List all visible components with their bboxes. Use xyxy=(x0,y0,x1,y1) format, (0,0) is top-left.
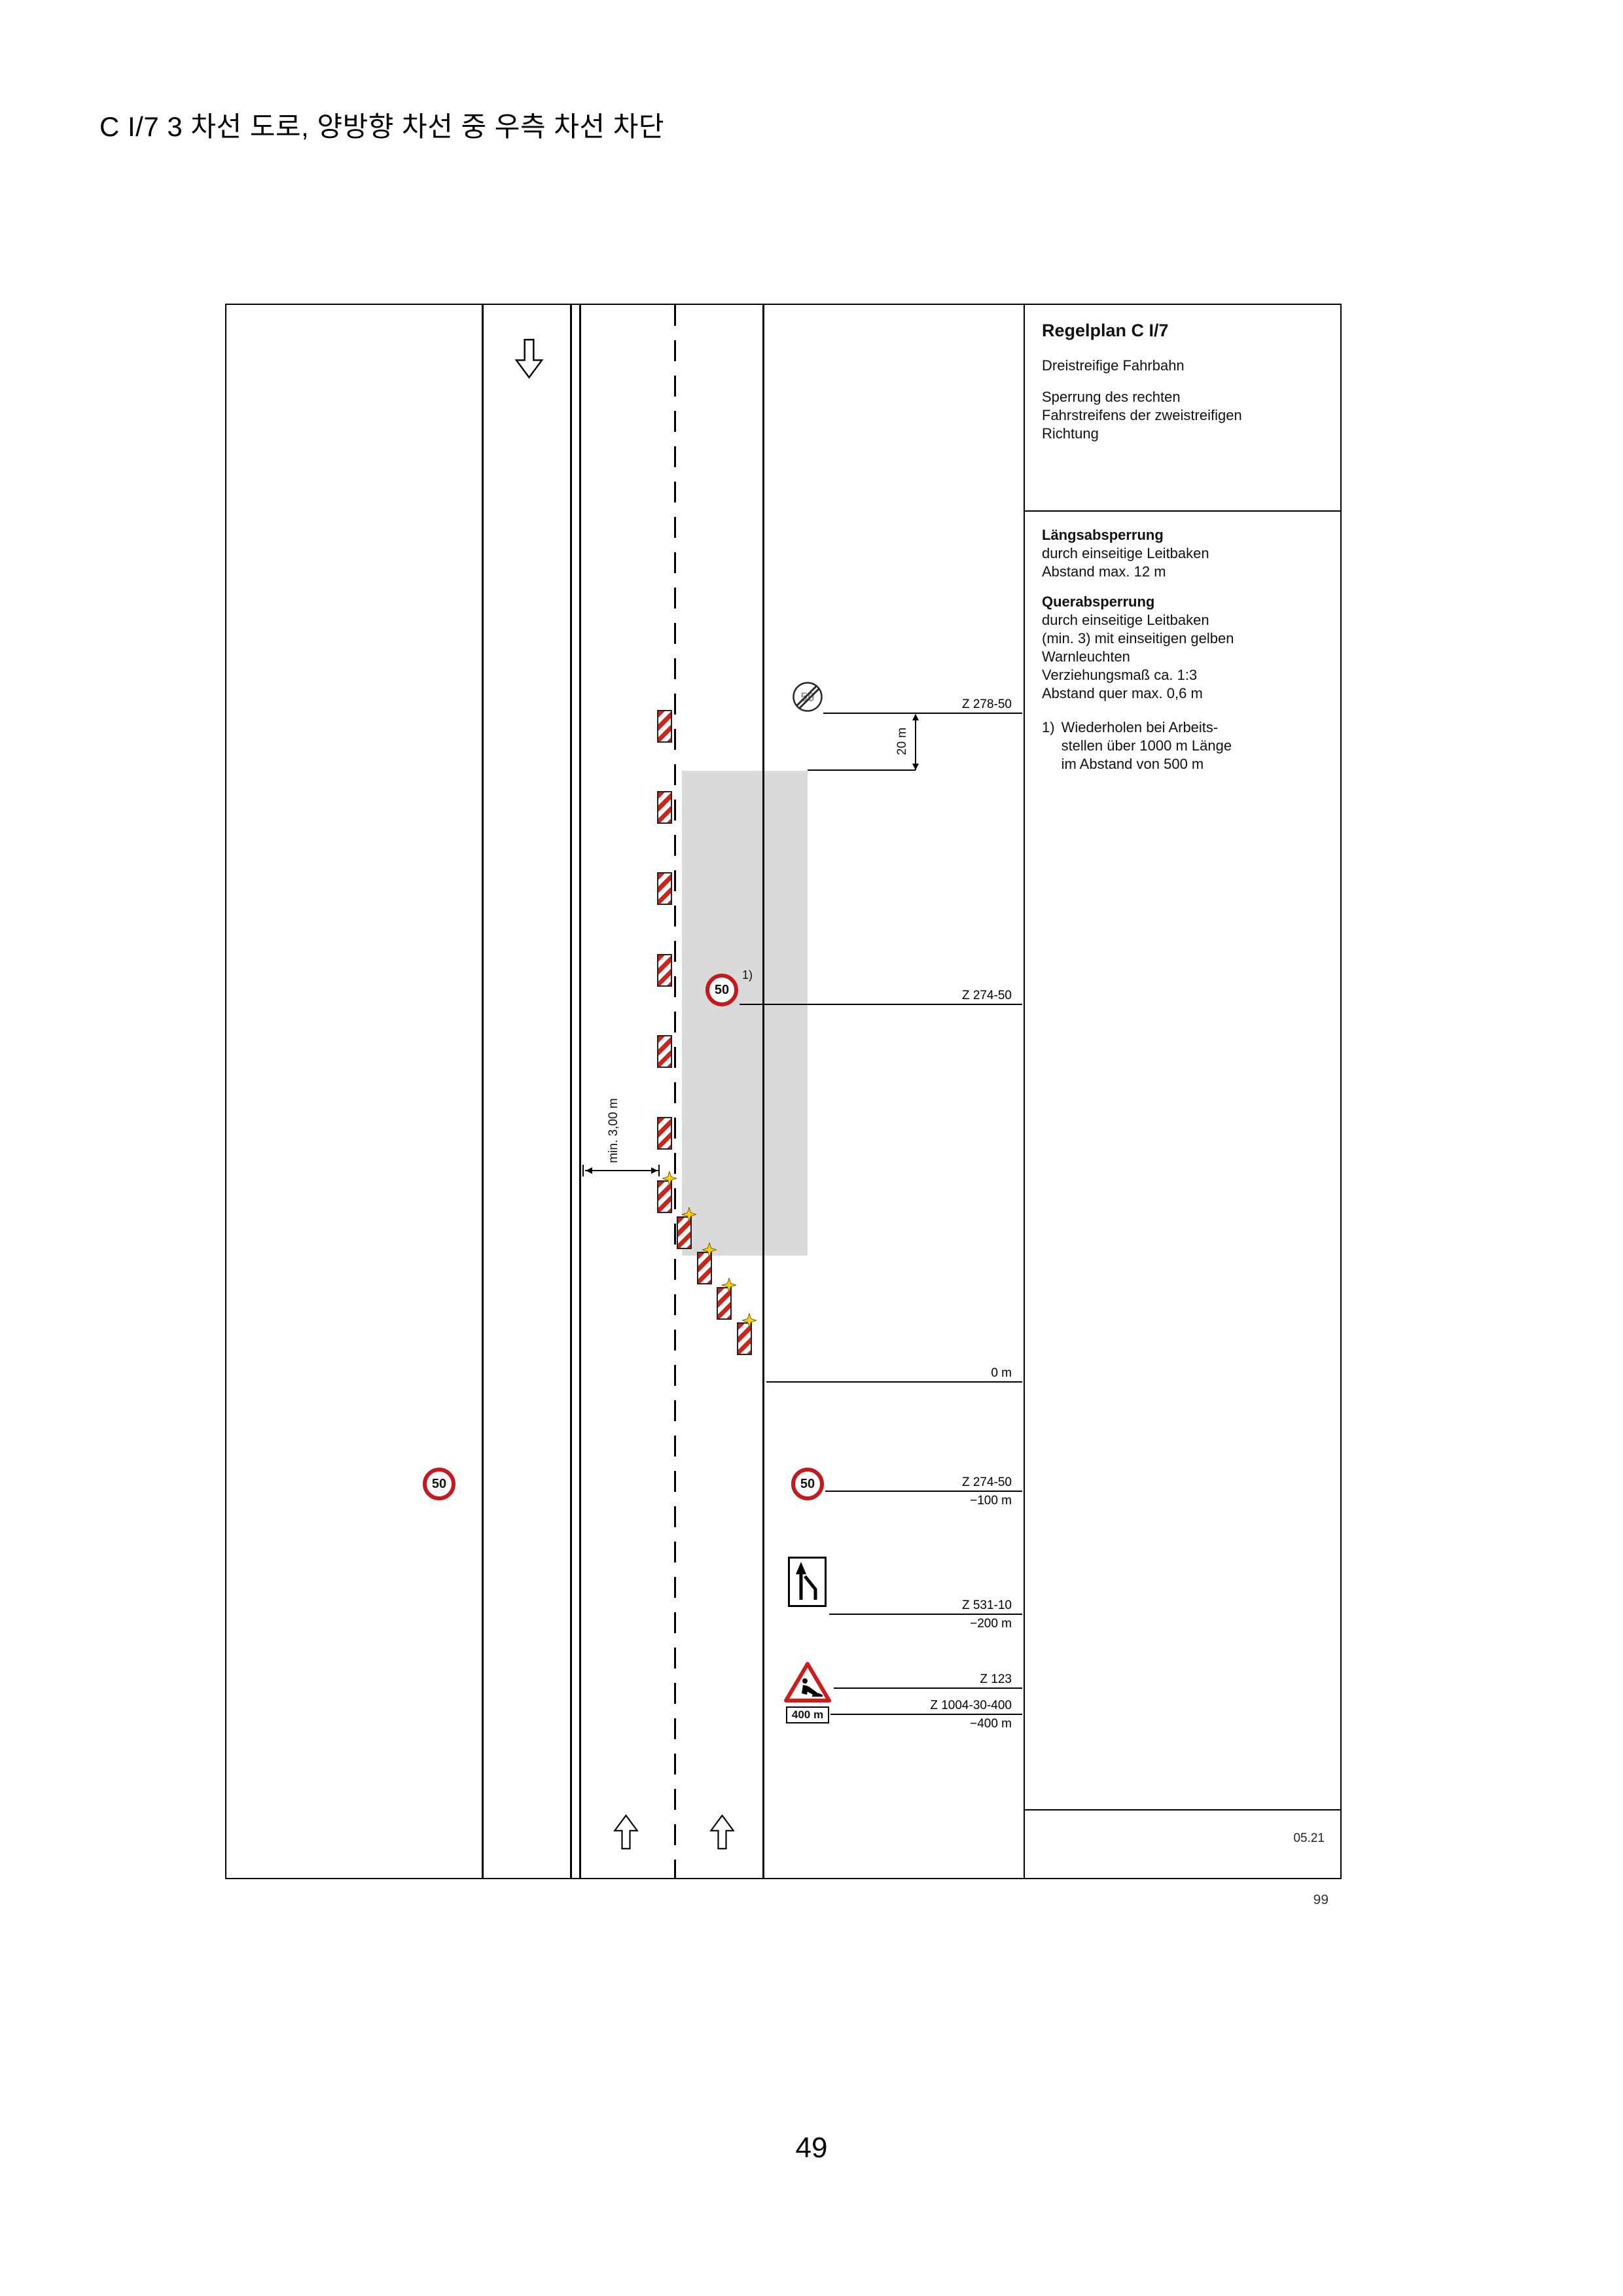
panel-header: Regelplan C I/7 Dreistreifige Fahrbahn S… xyxy=(1025,305,1340,512)
leader-line xyxy=(740,1004,1022,1005)
leitbake-barrier xyxy=(657,872,672,905)
distance-label-minus-100: −100 m xyxy=(970,1494,1012,1508)
warning-light-icon xyxy=(721,1277,738,1294)
roadworks-sign xyxy=(783,1661,832,1704)
querabsperrung-text: durch einseitige Leitbaken (min. 3) mit … xyxy=(1042,612,1234,701)
leitbake-barrier xyxy=(657,710,672,743)
dimension-arrow xyxy=(651,1167,658,1174)
dimension-label-20m: 20 m xyxy=(895,727,909,756)
laengsabsperrung-heading: Längsabsperrung xyxy=(1042,527,1164,543)
dimension-tick xyxy=(582,1165,584,1176)
center-double-line-b xyxy=(579,305,581,1878)
sign-label-z274-second: Z 274-50 xyxy=(961,1475,1012,1489)
lane-merge-sign xyxy=(788,1557,827,1607)
dimension-tick-line xyxy=(808,769,916,771)
footnote-marker: 1) xyxy=(1042,719,1055,735)
version-label: 05.21 xyxy=(1293,1831,1325,1845)
end-of-speed-limit-sign: 50 xyxy=(792,681,823,713)
distance-plate-400m: 400 m xyxy=(786,1706,829,1723)
taper-leitbake-barrier xyxy=(697,1252,712,1284)
sign-label-z1004: Z 1004-30-400 xyxy=(930,1699,1012,1712)
taper-leitbake-barrier xyxy=(737,1322,752,1355)
regelplan-figure: 50 Z 278-50 20 m 50 1) Z 274-50 min. 3,0… xyxy=(225,304,1342,1879)
leader-line xyxy=(829,1614,1022,1615)
panel-title: Regelplan C I/7 xyxy=(1042,321,1169,340)
sign-label-z531: Z 531-10 xyxy=(961,1598,1012,1612)
svg-text:50: 50 xyxy=(800,691,814,705)
leitbake-barrier xyxy=(657,1035,672,1068)
center-double-line-a xyxy=(570,305,572,1878)
direction-arrow-up-icon xyxy=(613,1814,639,1850)
work-zone-area xyxy=(682,771,808,1256)
lane-divider-dashed-line xyxy=(674,305,676,1878)
sign-label-z278: Z 278-50 xyxy=(961,698,1012,711)
dimension-arrow xyxy=(912,714,919,720)
footnote: 1) Wiederholen bei Arbeits- stellen über… xyxy=(1042,718,1327,773)
distance-label-minus-200: −200 m xyxy=(970,1617,1012,1631)
footnote-reference: 1) xyxy=(742,968,753,981)
distance-label-minus-400: −400 m xyxy=(970,1717,1012,1731)
sign-label-z123: Z 123 xyxy=(980,1672,1012,1686)
dimension-arrow xyxy=(586,1167,592,1174)
road-edge-line-right xyxy=(762,305,764,1878)
taper-leitbake-barrier xyxy=(717,1287,732,1320)
warning-light-icon xyxy=(701,1241,718,1258)
leitbake-barrier xyxy=(657,791,672,824)
warning-light-icon xyxy=(681,1206,698,1223)
speed-limit-50-sign: 50 xyxy=(791,1468,824,1500)
querabsperrung-heading: Querabsperrung xyxy=(1042,593,1155,610)
dimension-line-min-width xyxy=(585,1170,658,1171)
sign-label-z274-first: Z 274-50 xyxy=(961,989,1012,1002)
leader-line xyxy=(830,1714,1022,1715)
taper-leitbake-barrier xyxy=(657,1180,672,1213)
direction-arrow-up-icon xyxy=(709,1814,736,1850)
info-panel: Regelplan C I/7 Dreistreifige Fahrbahn S… xyxy=(1024,305,1340,1878)
leitbake-barrier xyxy=(657,1117,672,1150)
road-edge-line-left xyxy=(482,305,484,1878)
dimension-line-20m xyxy=(915,715,916,770)
leader-line xyxy=(834,1687,1022,1689)
speed-limit-50-sign: 50 xyxy=(423,1468,455,1500)
dimension-arrow xyxy=(912,764,919,770)
footnote-text: Wiederholen bei Arbeits- stellen über 10… xyxy=(1061,719,1232,772)
warning-light-icon xyxy=(741,1312,758,1329)
taper-leitbake-barrier xyxy=(677,1216,692,1249)
closure-description: Sperrung des rechten Fahrstreifens der z… xyxy=(1042,389,1242,442)
leitbake-barrier xyxy=(657,954,672,987)
laengsabsperrung-text: durch einseitige Leitbaken Abstand max. … xyxy=(1042,545,1209,580)
dimension-tick xyxy=(658,1165,660,1176)
dimension-label-min-width: min. 3,00 m xyxy=(607,1098,620,1163)
warning-light-icon xyxy=(661,1170,678,1187)
road-diagram: 50 Z 278-50 20 m 50 1) Z 274-50 min. 3,0… xyxy=(226,305,1022,1878)
direction-arrow-down-icon xyxy=(514,338,544,380)
leader-line xyxy=(825,1491,1022,1492)
page-title: C I/7 3 차선 도로, 양방향 차선 중 우측 차선 차단 xyxy=(99,111,664,142)
leader-line xyxy=(823,713,1022,714)
page-number: 49 xyxy=(795,2132,828,2164)
leader-line xyxy=(766,1381,1022,1383)
speed-limit-50-sign: 50 xyxy=(705,974,738,1006)
figure-number: 99 xyxy=(1313,1892,1329,1907)
panel-footer: 05.21 xyxy=(1025,1809,1340,1878)
road-type-text: Dreistreifige Fahrbahn xyxy=(1042,357,1185,374)
label-zero-m: 0 m xyxy=(991,1366,1012,1380)
panel-body: Längsabsperrung durch einseitige Leitbak… xyxy=(1025,512,1340,1809)
